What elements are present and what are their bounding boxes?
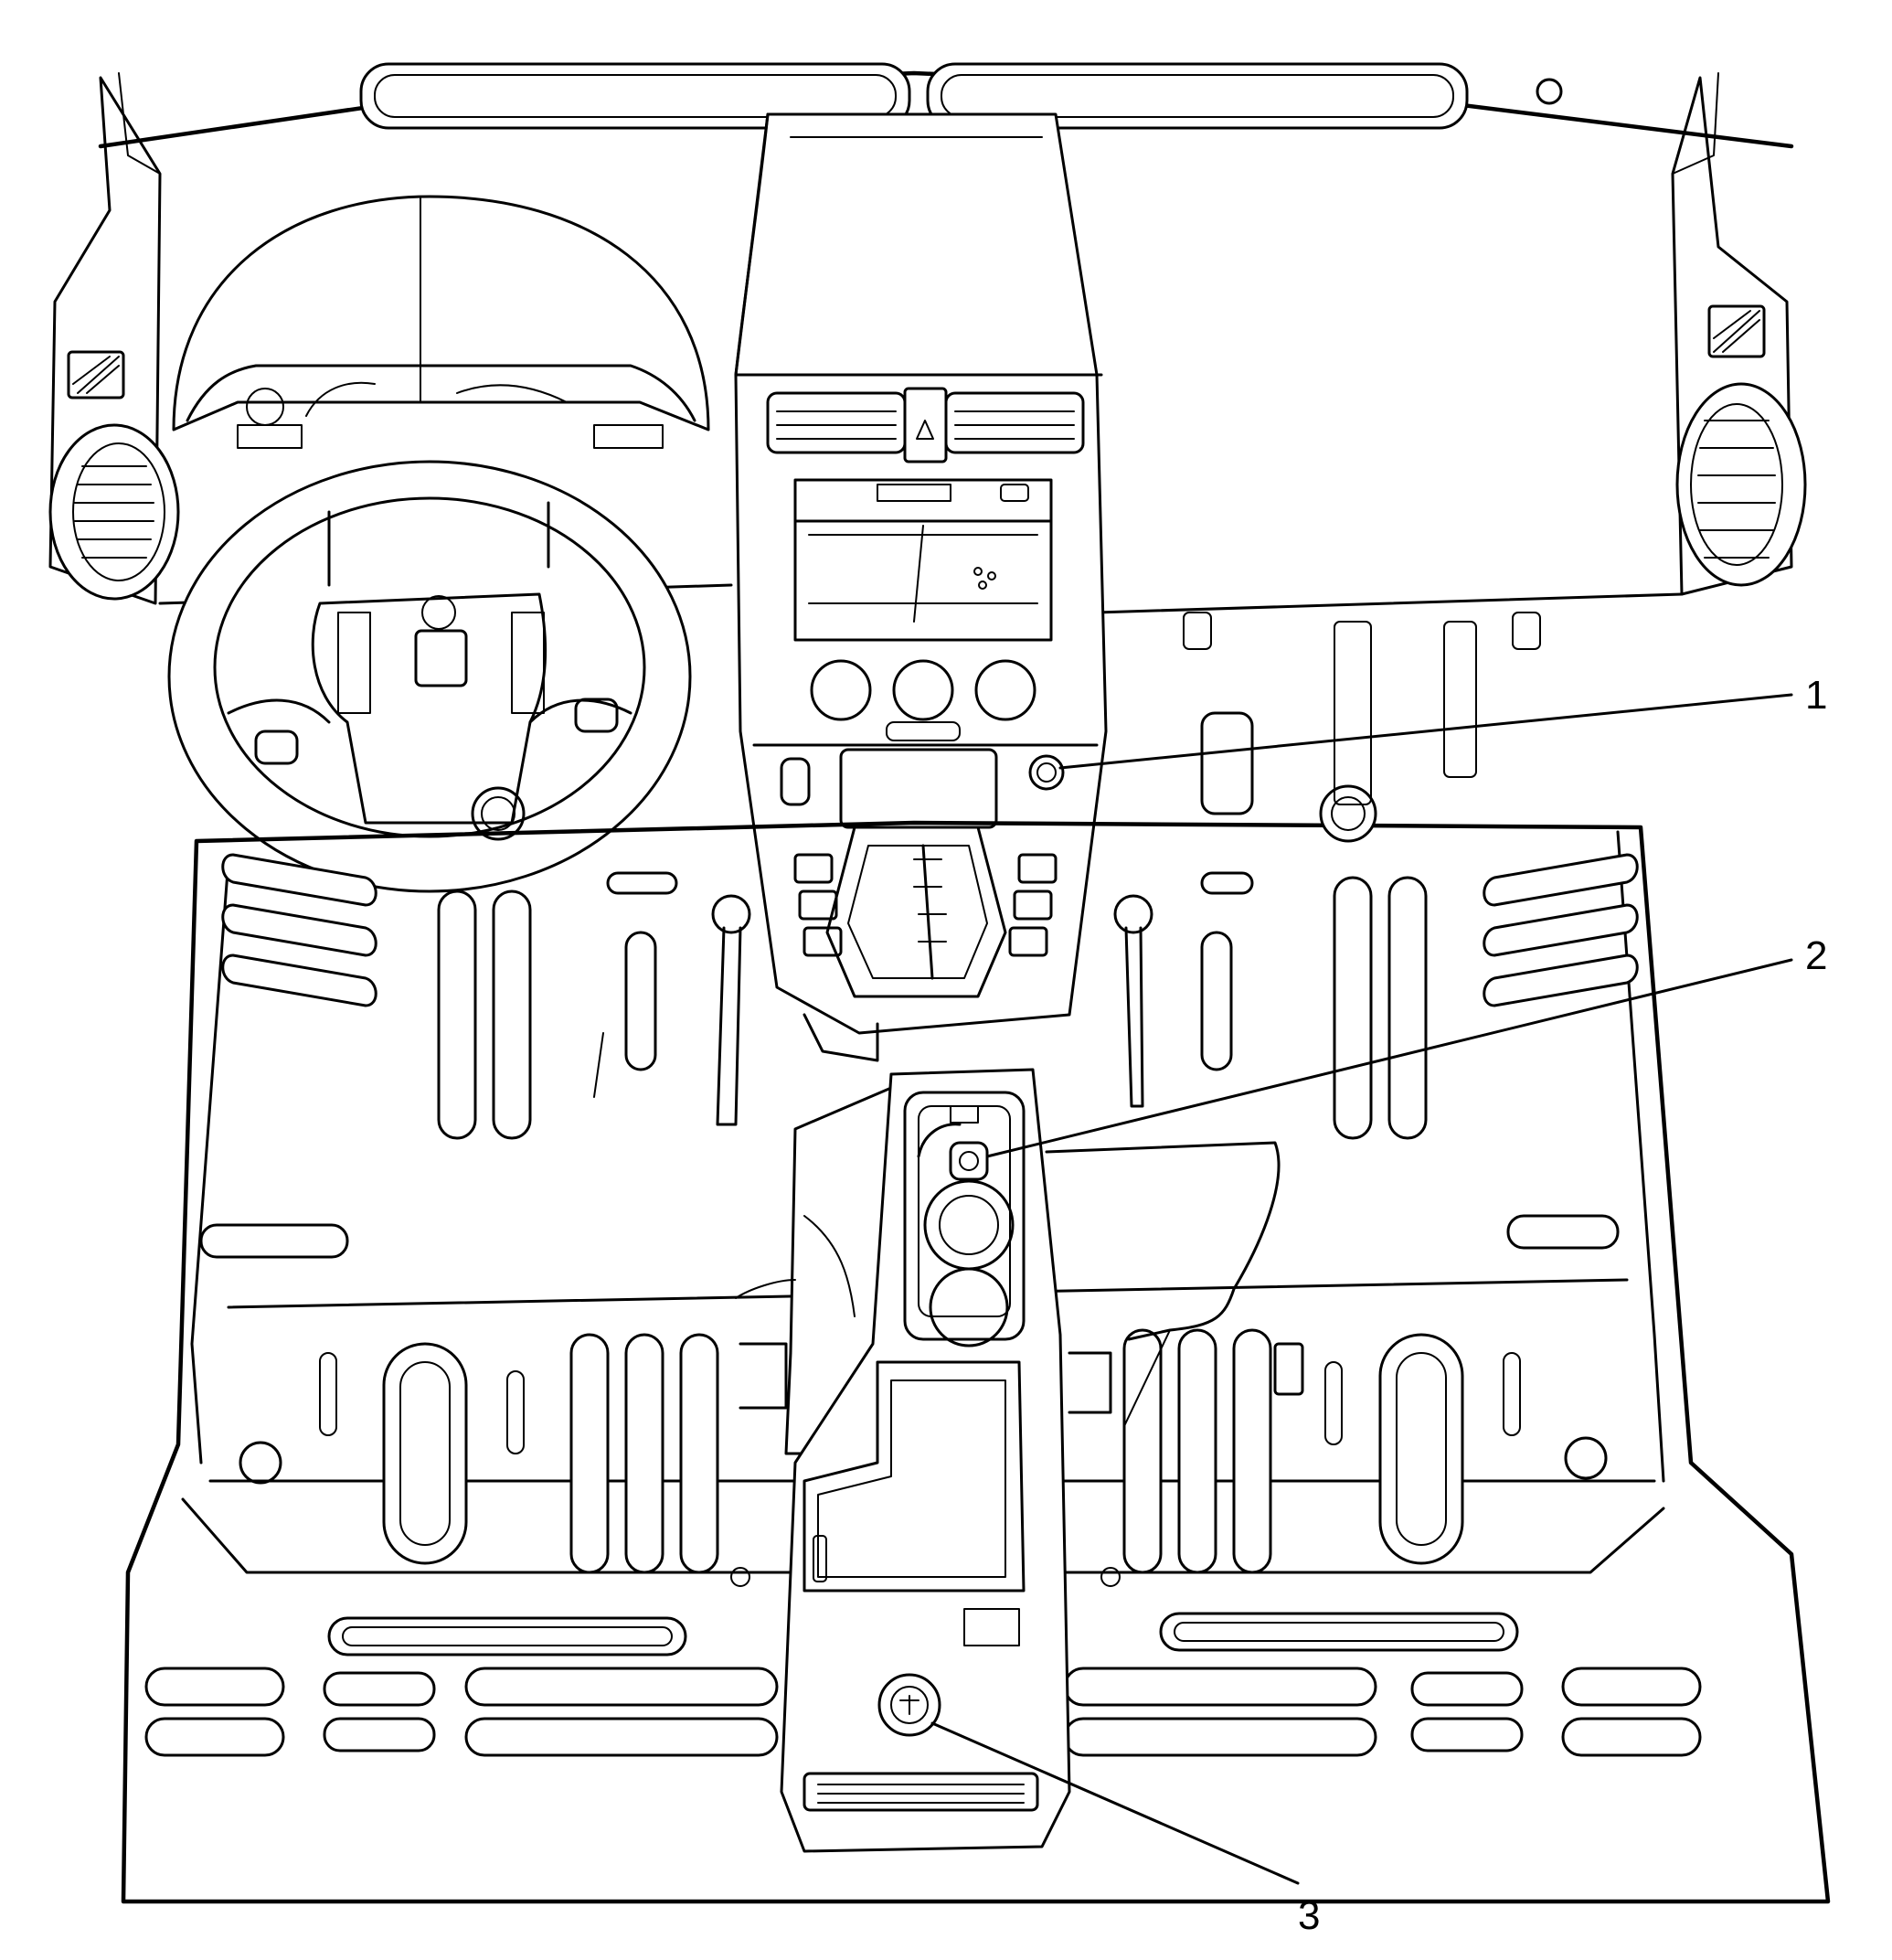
callout-2: 2 [985,933,1827,1158]
callout-2-label: 2 [1805,933,1827,978]
callout-3: 3 [930,1721,1320,1938]
component-2-marker [949,1141,989,1181]
floor-pan [121,612,1831,1904]
callout-1-label: 1 [1805,673,1827,718]
floor-console [735,1068,1281,1853]
steering-wheel [167,460,692,893]
callout-3-label: 3 [1298,1893,1320,1938]
component-1-marker [1028,754,1065,791]
instrument-panel [48,62,1807,614]
center-stack [734,112,1108,1062]
instrument-cluster [172,195,710,449]
callout-1: 1 [1058,673,1827,770]
